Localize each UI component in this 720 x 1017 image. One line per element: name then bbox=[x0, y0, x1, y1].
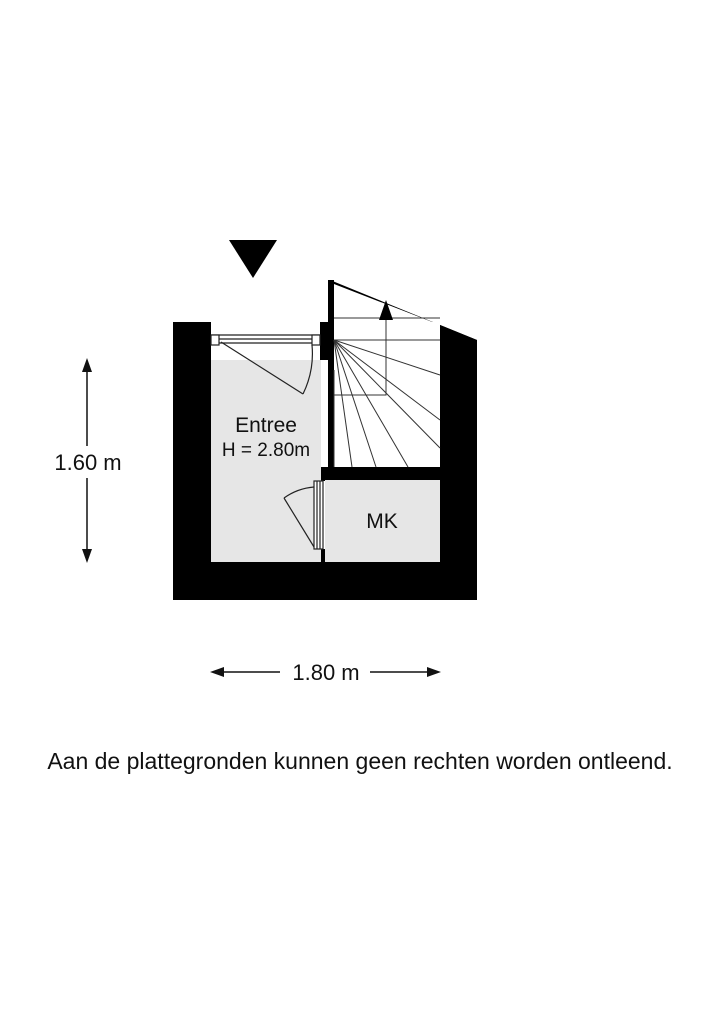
arrow-right-icon bbox=[427, 667, 441, 677]
arrow-down-icon bbox=[82, 549, 92, 563]
disclaimer-text: Aan de plattegronden kunnen geen rechten… bbox=[47, 748, 673, 774]
front-door bbox=[220, 341, 313, 395]
room-height-entree: H = 2.80m bbox=[222, 440, 310, 461]
front-window bbox=[210, 322, 321, 360]
mk-floor bbox=[325, 480, 440, 562]
arrow-left-icon bbox=[210, 667, 224, 677]
room-label-mk: MK bbox=[366, 510, 398, 533]
dimension-horizontal-label: 1.80 m bbox=[292, 660, 359, 685]
staircase bbox=[333, 317, 441, 468]
arrow-up-icon bbox=[82, 358, 92, 372]
arrow-up-icon bbox=[379, 300, 393, 320]
triangle-down-icon bbox=[229, 240, 277, 278]
mk-door bbox=[283, 480, 324, 550]
room-label-entree: Entree bbox=[235, 414, 297, 437]
dimension-vertical-label: 1.60 m bbox=[54, 450, 121, 475]
